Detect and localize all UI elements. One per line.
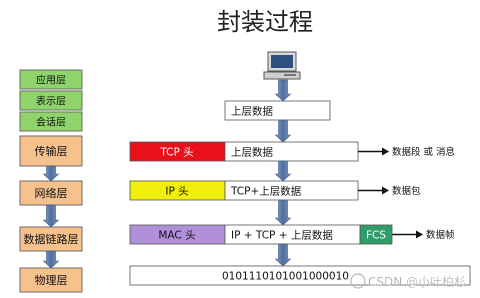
payload-box xyxy=(224,100,331,121)
layer-box xyxy=(19,90,83,111)
layer-box xyxy=(19,69,83,90)
layer-box xyxy=(19,111,83,132)
flow-arrow-2 xyxy=(274,160,292,182)
layer-5: 数据链路层 xyxy=(19,226,83,252)
layer-arrow-3 xyxy=(42,250,60,269)
payload-label: TCP+上层数据 xyxy=(230,185,302,198)
payload-label: 上层数据 xyxy=(231,146,273,159)
layer-2: 会话层 xyxy=(19,111,83,132)
layer-box xyxy=(19,135,83,167)
row-2: IP 头 TCP+上层数据 数据包 xyxy=(129,180,421,201)
layer-label: 会话层 xyxy=(36,116,66,129)
watermark-text: CSDN @小叶柏杉 xyxy=(368,274,466,289)
layer-label: 应用层 xyxy=(36,74,66,87)
layer-arrow-1 xyxy=(42,165,60,182)
computer-icon xyxy=(263,51,301,80)
layer-6: 物理层 xyxy=(19,267,83,293)
layer-label: 物理层 xyxy=(35,273,68,287)
header-label: TCP 头 xyxy=(159,147,193,159)
layer-label: 表示层 xyxy=(36,95,66,108)
header-label: IP 头 xyxy=(165,186,188,198)
payload-label: 上层数据 xyxy=(231,105,273,118)
layer-1: 表示层 xyxy=(19,90,83,111)
row-3: MAC 头 IP + TCP + 上层数据 FCS 数据帧 xyxy=(129,224,455,245)
flow-arrow-4 xyxy=(274,243,292,267)
result-arrow-head xyxy=(416,230,423,239)
flow-arrow-0 xyxy=(274,79,292,102)
result-arrow-head xyxy=(382,147,389,156)
payload-box xyxy=(129,265,471,286)
layer-arrow-2 xyxy=(42,204,60,228)
layer-label: 网络层 xyxy=(35,186,68,200)
watermark: CSDN @小叶柏杉 xyxy=(350,273,466,289)
payload-label: 0101110101001000010 xyxy=(222,271,349,283)
row-0: 上层数据 xyxy=(224,100,331,121)
layer-0: 应用层 xyxy=(19,69,83,90)
trailer-label: FCS xyxy=(366,230,386,242)
row-1: TCP 头 上层数据 数据段 或 消息 xyxy=(129,141,455,162)
payload-label: IP + TCP + 上层数据 xyxy=(231,229,333,242)
result-label: 数据包 xyxy=(392,185,421,197)
result-arrow-head xyxy=(382,186,389,195)
layer-4: 网络层 xyxy=(19,180,83,206)
flow-arrow-3 xyxy=(274,199,292,226)
result-label: 数据段 或 消息 xyxy=(392,146,455,158)
flow-arrow-1 xyxy=(274,119,292,143)
header-label: MAC 头 xyxy=(158,230,195,242)
result-label: 数据帧 xyxy=(426,229,455,241)
layer-label: 数据链路层 xyxy=(24,232,79,246)
layer-label: 传输层 xyxy=(35,144,68,158)
row-4: 0101110101001000010 xyxy=(129,265,471,286)
page-title: 封装过程 xyxy=(217,8,313,36)
layer-3: 传输层 xyxy=(19,135,83,167)
